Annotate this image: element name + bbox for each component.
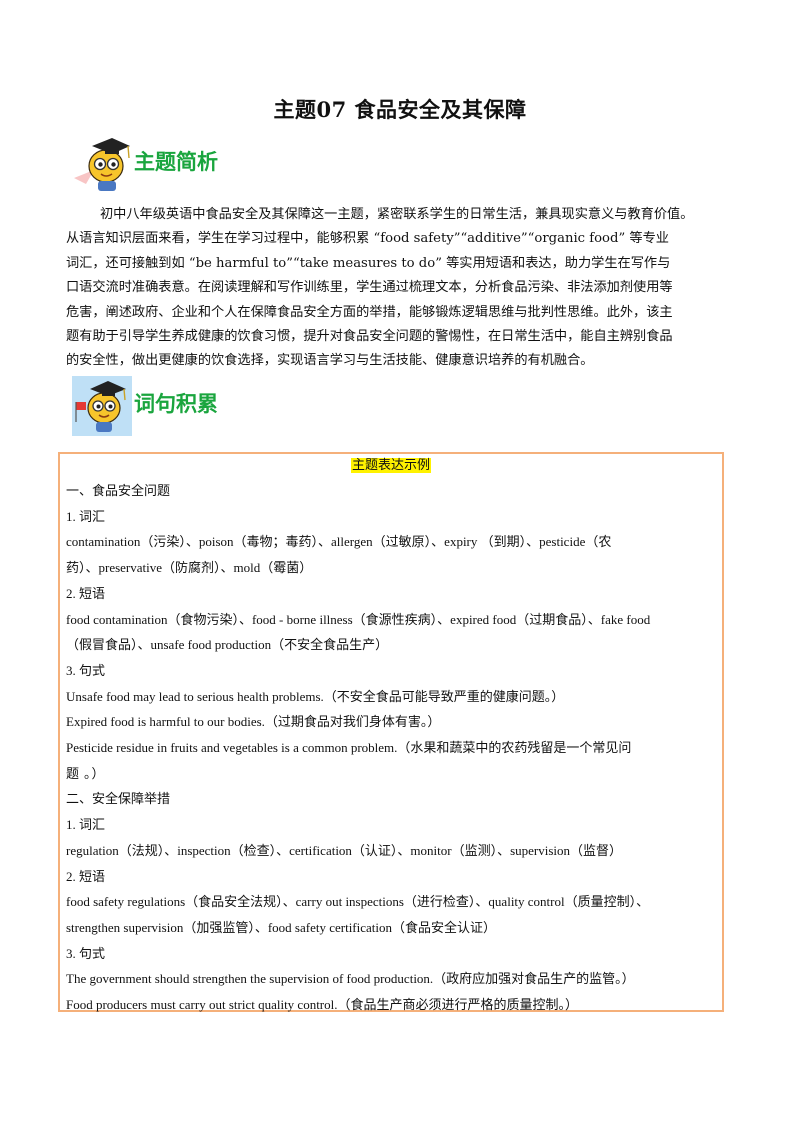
mascot-scholar-icon	[72, 134, 132, 194]
box-text-line: （假冒食品）、unsafe food production（不安全食品生产）	[66, 637, 389, 653]
expression-examples-box: 主题表达示例 一、食品安全问题 1. 词汇 contamination（污染）、…	[58, 452, 724, 1012]
mascot-scholar-flag-icon	[72, 376, 132, 436]
box-text-line: food contamination（食物污染）、food - borne il…	[66, 611, 651, 627]
box-text-line: strengthen supervision（加强监管）、food safety…	[66, 919, 497, 935]
box-text-line: 题 。）	[66, 765, 106, 781]
section-label-vocab: 词句积累	[134, 392, 218, 416]
box-subheading: 2. 短语	[66, 585, 106, 601]
box-subheading: 3. 句式	[66, 662, 106, 678]
box-title-highlight: 主题表达示例	[350, 458, 431, 473]
box-text-line: The government should strengthen the sup…	[66, 971, 635, 987]
intro-line: 题有助于引导学生养成健康的饮食习惯，提升对食品安全问题的警惕性，在日常生活中，能…	[66, 329, 673, 345]
box-subheading: 2. 短语	[66, 868, 106, 884]
box-text-line: Unsafe food may lead to serious health p…	[66, 688, 565, 704]
page-title: 主题07 食品安全及其保障	[273, 97, 527, 122]
intro-line: 初中八年级英语中食品安全及其保障这一主题，紧密联系学生的日常生活，兼具现实意义与…	[100, 207, 694, 222]
intro-line: 词汇，还可接触到如 “be harmful to”“take measures …	[66, 255, 671, 271]
intro-line: 口语交流时准确表意。在阅读理解和写作训练里，学生通过梳理文本，分析食品污染、非法…	[66, 280, 673, 296]
box-subheading: 1. 词汇	[66, 817, 106, 833]
box-text-line: contamination（污染）、poison（毒物；毒药）、allergen…	[66, 534, 612, 550]
box-title: 主题表达示例	[60, 457, 722, 475]
box-subheading: 3. 句式	[66, 945, 106, 961]
box-text-line: Pesticide residue in fruits and vegetabl…	[66, 740, 632, 756]
box-heading-problems: 一、食品安全问题	[66, 483, 171, 498]
section-label-analysis: 主题简析	[134, 150, 218, 174]
intro-line: 的安全性，做出更健康的饮食选择，实现语言学习与生活技能、健康意识培养的有机融合。	[66, 353, 594, 369]
intro-line: 从语言知识层面来看，学生在学习过程中，能够积累 “food safety”“ad…	[66, 231, 669, 247]
box-text-line: 药）、preservative（防腐剂）、mold（霉菌）	[66, 560, 313, 576]
box-heading-measures: 二、安全保障举措	[66, 791, 171, 807]
box-text-line: food safety regulations（食品安全法规）、carry ou…	[66, 894, 650, 910]
box-text-line: Expired food is harmful to our bodies.（过…	[66, 714, 441, 730]
intro-line: 危害，阐述政府、企业和个人在保障食品安全方面的举措，能够锻炼逻辑思维与批判性思维…	[66, 304, 673, 320]
box-subheading: 1. 词汇	[66, 508, 106, 524]
intro-paragraph: 初中八年级英语中食品安全及其保障这一主题，紧密联系学生的日常生活，兼具现实意义与…	[66, 203, 738, 374]
box-text-line: Food producers must carry out strict qua…	[66, 997, 579, 1013]
box-text-line: regulation（法规）、inspection（检查）、certificat…	[66, 842, 623, 858]
